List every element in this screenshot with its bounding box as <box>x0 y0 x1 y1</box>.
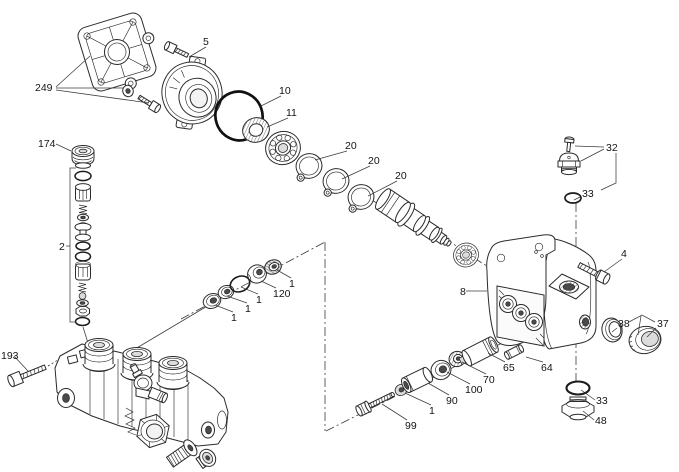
valve-plug-174 <box>71 145 95 169</box>
callout-249: 249 <box>35 82 53 94</box>
seal-d <box>264 259 282 275</box>
vent-cap <box>557 152 581 176</box>
callout-32: 32 <box>606 142 618 154</box>
outlet-plug <box>195 448 217 470</box>
callout-33-top: 33 <box>582 188 594 200</box>
plate-bolt <box>137 94 162 114</box>
callout-8: 8 <box>460 286 466 298</box>
plate-washer <box>122 84 134 98</box>
mounting-plate <box>77 12 157 92</box>
unloader-valve <box>129 363 168 404</box>
callout-70: 70 <box>483 374 495 386</box>
ball-bearing-front <box>265 130 301 166</box>
callout-10: 10 <box>279 85 291 97</box>
plunger-bolt-99 <box>355 391 395 417</box>
bolt-4 <box>577 262 611 285</box>
outlet-nut <box>136 413 170 449</box>
callout-1c: 1 <box>256 294 262 306</box>
callout-193: 193 <box>1 350 19 362</box>
callout-37: 37 <box>657 318 669 330</box>
callout-1d: 1 <box>289 278 295 290</box>
bearing-cover <box>161 55 223 130</box>
callout-5: 5 <box>203 36 209 48</box>
callout-38: 38 <box>618 318 630 330</box>
plunger-65 <box>458 336 499 367</box>
callout-labels: 249 5 10 11 20 20 20 32 33 4 38 37 33 48… <box>1 36 669 432</box>
callout-65: 65 <box>503 362 515 374</box>
callout-174: 174 <box>38 138 56 150</box>
crankcase <box>486 234 597 350</box>
pin-64 <box>503 344 525 360</box>
callout-20c: 20 <box>395 170 407 182</box>
oil-seal-11 <box>242 117 270 143</box>
callout-1a: 1 <box>231 312 237 324</box>
o-ring-33-bottom <box>565 380 591 396</box>
callout-48: 48 <box>595 415 607 427</box>
callout-1b: 1 <box>245 303 251 315</box>
vent-screw <box>564 136 575 153</box>
retaining-ring-b <box>322 168 350 197</box>
ball-bearing-rear <box>453 242 479 268</box>
seal-a <box>202 293 222 309</box>
spacer-90 <box>401 366 433 394</box>
camshaft <box>375 188 452 247</box>
callout-99: 99 <box>405 420 417 432</box>
callout-100: 100 <box>465 384 483 396</box>
outlet-spring <box>124 407 137 436</box>
thermal-relief-valve <box>165 439 198 468</box>
callout-20b: 20 <box>368 155 380 167</box>
o-ring-33-top <box>564 192 582 204</box>
callout-11: 11 <box>286 107 297 119</box>
manifold-bolt-193 <box>7 364 47 388</box>
callout-20a: 20 <box>345 140 357 152</box>
callout-33-bottom: 33 <box>596 395 608 407</box>
callout-2: 2 <box>59 241 65 253</box>
retaining-ring-c <box>347 184 375 213</box>
leader-lines <box>13 46 657 421</box>
callout-1e: 1 <box>429 405 435 417</box>
cap-37 <box>628 325 662 355</box>
manifold-head-1 <box>82 338 116 372</box>
manifold-head-3 <box>156 356 190 390</box>
callout-64: 64 <box>541 362 553 374</box>
callout-90: 90 <box>446 395 458 407</box>
callout-120: 120 <box>273 288 291 300</box>
valve-stack <box>74 170 92 344</box>
callout-4: 4 <box>621 248 627 260</box>
ring-100 <box>430 359 452 381</box>
cover-bolt <box>163 41 190 58</box>
